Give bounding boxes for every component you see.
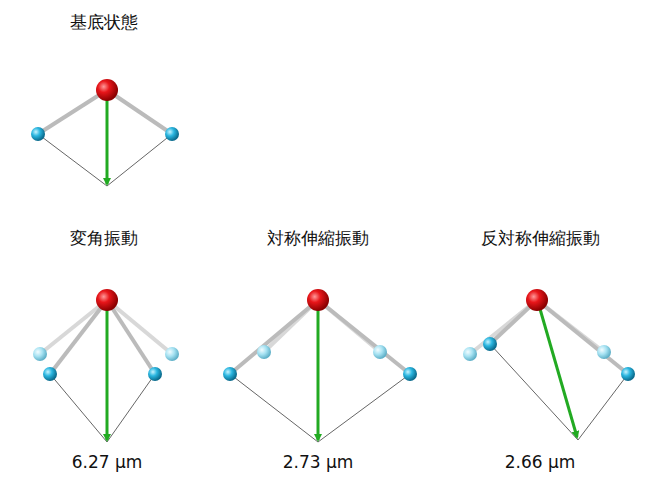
ground-state-molecule xyxy=(31,79,179,186)
mode-heading: 対称伸縮振動 xyxy=(267,228,369,248)
bending-molecule xyxy=(33,289,179,442)
symmetric-stretch-molecule xyxy=(223,289,417,442)
wavelength-value: 2.66 μm xyxy=(505,452,576,472)
mode-heading: 変角振動 xyxy=(70,228,138,248)
antisymmetric-stretch-molecule xyxy=(463,289,635,440)
wavelength-value: 2.73 μm xyxy=(283,452,354,472)
wavelength-value: 6.27 μm xyxy=(72,452,143,472)
mode-heading: 基底状態 xyxy=(70,12,138,32)
mode-heading: 反対称伸縮振動 xyxy=(481,228,600,248)
